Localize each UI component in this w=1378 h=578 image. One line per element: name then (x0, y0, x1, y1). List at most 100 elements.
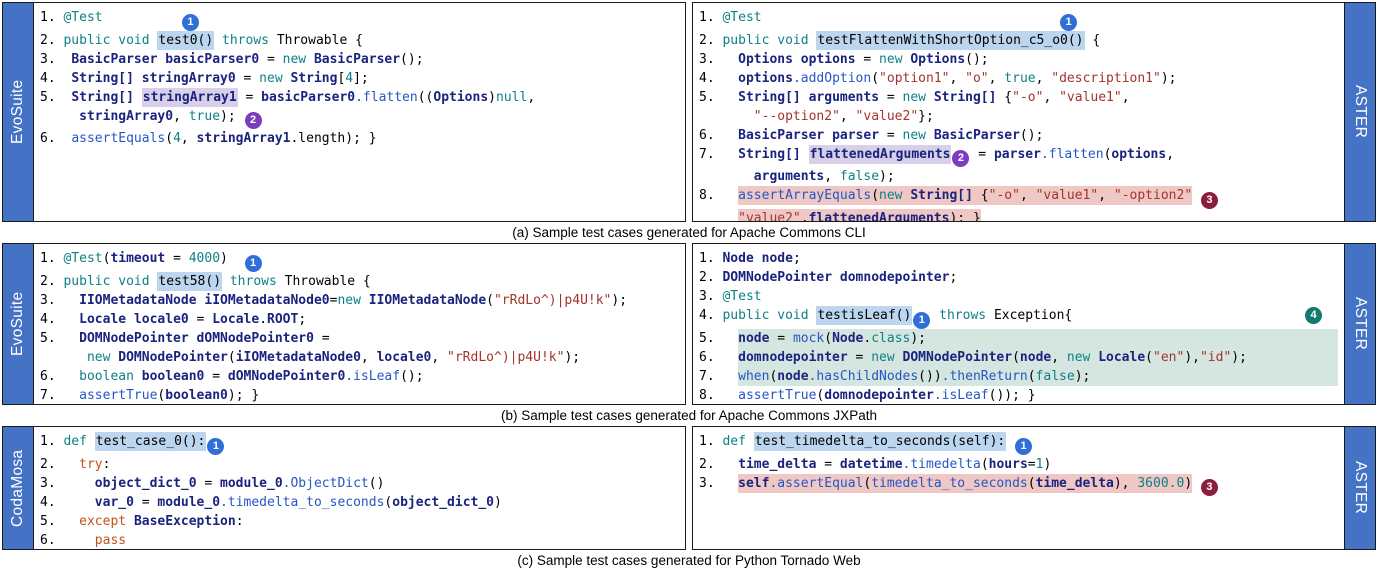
code-token: throws (229, 273, 277, 289)
code-token (926, 128, 934, 143)
code-token: ; (792, 251, 801, 266)
code-token: { (1084, 32, 1101, 48)
code-token: , (1035, 70, 1052, 86)
code-token: ) (488, 89, 496, 105)
code-token: DOMNodePointer (79, 330, 189, 346)
code-line: 5. DOMNodePointer dOMNodePointer0 = (40, 329, 679, 348)
highlighted-code: { (972, 186, 989, 205)
code-token: ( (227, 349, 236, 365)
code-token (1006, 434, 1014, 449)
code-token: ); (564, 349, 581, 365)
code-token: String[] (738, 89, 801, 105)
code-token: Options (910, 51, 966, 67)
line-number (40, 107, 79, 130)
line-content: object_dict_0 = module_0.ObjectDict() (95, 474, 679, 493)
code-token: Locale (212, 311, 260, 327)
line-content: @Test (722, 287, 1338, 306)
code-token: null (496, 89, 528, 105)
highlighted-code: "value1" (1035, 186, 1099, 205)
highlighted-code: test_timedelta_to_seconds(self): (753, 432, 1007, 451)
code-token: iIOMetadataNode0 (235, 349, 361, 365)
tool-label-aster: ASTER (1345, 3, 1375, 221)
line-number: 1. (40, 434, 64, 449)
code-token: object_dict_0 (94, 475, 197, 491)
line-content: String[] arguments = new String[] {"-o",… (738, 88, 1338, 107)
code-token: DOMNodePointer (118, 349, 228, 365)
line-content: public void test58() throws Throwable { (63, 271, 679, 291)
code-token: : (235, 513, 244, 529)
code-token: .isLeaf (933, 387, 989, 403)
code-token: ( (384, 494, 393, 510)
badge-1: 1 (913, 311, 931, 329)
code-token: 4 (173, 131, 181, 146)
code-token: "value2" (855, 108, 919, 124)
highlighted-code: "value2" (738, 208, 801, 221)
code-token: @Test (63, 251, 103, 266)
code-token (801, 147, 809, 162)
badge-1: 1 (244, 254, 262, 272)
line-number: 4. (40, 311, 80, 327)
code-token: , (839, 108, 856, 124)
highlighted-code: flattenedArguments (808, 144, 952, 164)
code-token: BasicParser (738, 127, 825, 143)
code-token: new (879, 51, 903, 67)
line-content: @Test(timeout = 4000) 1 (63, 249, 679, 272)
code-token: locale0 (376, 349, 432, 365)
badge-3: 3 (1200, 191, 1218, 209)
code-token: , (824, 169, 840, 184)
highlighted-code: testisLeaf() (816, 306, 913, 325)
code-token: ); (220, 108, 244, 124)
code-line: 6. pass (40, 531, 679, 550)
code-token: dOMNodePointer0 (227, 368, 346, 384)
code-token: new (902, 127, 926, 143)
code-token: node (777, 368, 809, 384)
line-content: self.assertEqual(timedelta_to_seconds(ti… (738, 473, 1338, 496)
code-token: = (816, 456, 840, 472)
code-token: = (133, 494, 158, 510)
code-token: ); (1074, 368, 1091, 384)
code-line: 1. @Test 1 (40, 8, 679, 31)
code-token: public void (722, 308, 817, 323)
code-token: "id" (1199, 349, 1232, 365)
line-number: 1. (699, 251, 723, 266)
line-number: 8. (699, 387, 739, 403)
badge-4: 4 (1305, 307, 1322, 324)
code-token: .flatten (355, 89, 418, 105)
code-token: module_0 (220, 475, 283, 491)
code-token: parser (993, 146, 1041, 162)
code-token: = (259, 51, 283, 67)
code-line: 6. boolean boolean0 = dOMNodePointer0.is… (40, 367, 679, 386)
line-number: 7. (699, 368, 739, 384)
code-line: 2. public void test0() throws Throwable … (40, 30, 679, 50)
code-token (361, 293, 369, 308)
code-line: 3. @Test (699, 287, 1338, 306)
code-token: .isLeaf (345, 368, 401, 384)
code-line: 7. assertTrue(boolean0); } (40, 386, 679, 405)
code-token: pass (94, 532, 127, 548)
line-number: 2. (40, 273, 64, 289)
highlighted-code: flattenedArguments (808, 208, 950, 221)
line-number (699, 209, 738, 222)
highlighted-code: , (1019, 186, 1036, 205)
code-token: ); (1231, 349, 1247, 365)
code-line: 3. Options options = new Options(); (699, 50, 1338, 69)
code-token: @Test (722, 10, 762, 25)
line-content: public void testFlattenWithShortOption_c… (722, 30, 1338, 50)
code-token: .hasChildNodes (808, 368, 919, 384)
line-content: assertTrue(domnodepointer.isLeaf()); } (738, 386, 1338, 405)
code-line: 4. Locale locale0 = Locale.ROOT; (40, 310, 679, 329)
code-token: BasicParser (71, 51, 158, 67)
code-token: = (970, 146, 994, 162)
code-token: def (722, 434, 754, 449)
code-token: "rRdLo^)|p4U!k" (447, 349, 565, 365)
code-line: 5. node = mock(Node.class); (699, 328, 1338, 348)
code-token: String[] (738, 146, 801, 162)
code-token: options (800, 51, 856, 67)
code-token: , (180, 131, 197, 146)
code-line: 5. String[] arguments = new String[] {"-… (699, 88, 1338, 107)
